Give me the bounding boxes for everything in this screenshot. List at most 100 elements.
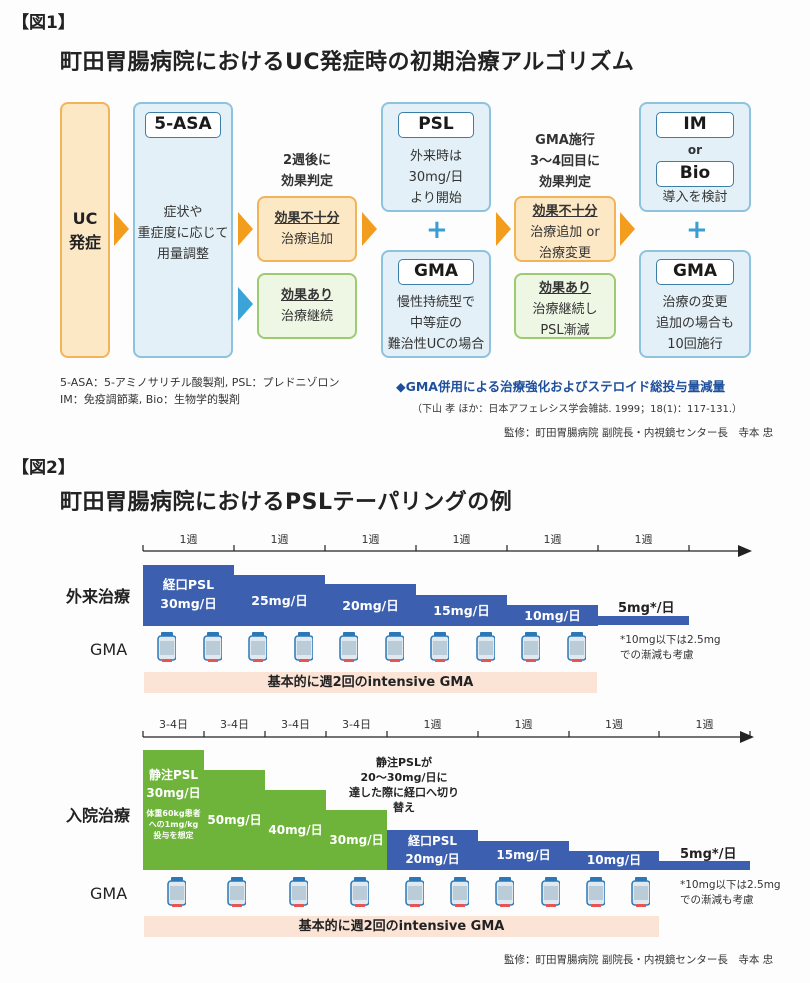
gma-column-icon [631, 877, 650, 907]
gma-column-icon [566, 632, 586, 662]
week-label: 1週 [452, 533, 471, 546]
dose-step-bar: 25mg/日 [234, 575, 325, 626]
effective2-box: 効果あり 治療継続し PSL漸減 [514, 273, 616, 339]
gma-note: ◆GMA併用による治療強化およびステロイド総投与量減量 [396, 379, 726, 394]
period-label: 3-4日 [342, 718, 371, 731]
dose-step-bar: 20mg/日 [325, 584, 416, 626]
outpatient-final: 5mg*/日 [618, 601, 675, 616]
fig2-supervision: 監修：町田胃腸病院 副院長・内視鏡センター長 寺本 忠 [504, 954, 774, 966]
insufficient2-box: 効果不十分 治療追加 or 治療変更 [514, 196, 616, 262]
period-label: 1週 [423, 718, 442, 731]
period-label: 3-4日 [159, 718, 188, 731]
dose-label: 10mg/日 [524, 608, 581, 623]
dose-step-bar: 40mg/日 [265, 790, 326, 870]
dose-label: 20mg/日 [342, 597, 399, 613]
gma-column-icon [202, 632, 222, 662]
gma-column-icon [227, 877, 246, 907]
fig2-title: 町田胃腸病院におけるPSLテーパリングの例 [60, 490, 513, 515]
gma-column-icon [157, 632, 176, 662]
dose-label: 40mg/日 [268, 822, 323, 837]
arrow-icon [238, 287, 253, 321]
inpatient-band: 基本的に週2回のintensive GMA [144, 916, 659, 937]
gma-column-icon [405, 877, 424, 907]
inpatient-final: 5mg*/日 [680, 847, 737, 862]
dose-label: 30mg/日 [329, 832, 384, 847]
consider-text: 導入を検討 [662, 190, 728, 205]
fig1-title: 町田胃腸病院におけるUC発症時の初期治療アルゴリズム [60, 50, 635, 75]
asa-label: 5-ASA [145, 112, 221, 138]
dose-label: 15mg/日 [433, 603, 490, 618]
period-label: 3-4日 [281, 718, 310, 731]
dose-step-bar: 経口PSL 20mg/日 [387, 830, 478, 870]
week-label: 1週 [361, 533, 380, 546]
gma-column-icon [495, 877, 514, 907]
arrow-icon [496, 212, 511, 246]
gma-column-icon [339, 632, 358, 662]
psl-label: PSL [398, 112, 474, 138]
dose-step-bar: 経口PSL 30mg/日 [143, 565, 234, 626]
gma-column-icon [350, 877, 369, 907]
outpatient-note: *10mg以下は2.5mg での漸減も考慮 [620, 634, 721, 661]
arrow-icon [620, 212, 635, 246]
dose-label: 15mg/日 [496, 848, 551, 862]
inpatient-final-bar [659, 861, 750, 870]
gma-column-icon [521, 632, 540, 662]
week-label: 1週 [270, 533, 289, 546]
fig1-label: 【図1】 [12, 13, 75, 33]
dose-step-bar: 10mg/日 [507, 605, 598, 626]
gma1-label: GMA [398, 259, 474, 285]
dose-step-bar: 30mg/日 [326, 810, 387, 870]
dose-step-bar: 10mg/日 [569, 851, 659, 870]
judge2-text: GMA施行 3〜4回目に 効果判定 [529, 133, 601, 190]
gma-column-icon [450, 877, 469, 907]
inpatient-timeline [142, 731, 754, 743]
uc-onset-line2: 発症 [68, 233, 101, 252]
judge1-text: 2週後に 効果判定 [280, 153, 333, 189]
dose-label: 経口PSL [162, 577, 215, 592]
period-label: 3-4日 [220, 718, 249, 731]
fig1-supervision: 監修：町田胃腸病院 副院長・内視鏡センター長 寺本 忠 [504, 427, 774, 439]
arrow-icon [362, 212, 377, 246]
dose-step-bar: 50mg/日 [204, 770, 265, 870]
gma2-label: GMA [656, 259, 734, 285]
inpatient-note: *10mg以下は2.5mg での漸減も考慮 [680, 879, 781, 906]
dose-step-bar: 15mg/日 [478, 841, 569, 870]
dose-label: 30mg/日 [146, 786, 201, 800]
gma-column-icon [541, 877, 560, 907]
dose-label: 10mg/日 [586, 853, 642, 867]
dose-label: 20mg/日 [405, 852, 460, 866]
uc-onset-line1: UC [72, 209, 98, 228]
insufficient1-box: 効果不十分 治療追加 [257, 196, 357, 262]
arrow-icon [238, 212, 253, 246]
period-label: 1週 [605, 718, 623, 731]
effective1-box: 効果あり 治療継続 [257, 273, 357, 339]
inpatient-gma-label: GMA [90, 884, 128, 903]
asa-text: 症状や 重症度に応じて 用量調整 [137, 205, 229, 262]
gma-column-icon [586, 877, 605, 907]
dose-label: 30mg/日 [160, 596, 217, 611]
gma-column-icon [293, 632, 313, 662]
or-text: or [687, 143, 703, 157]
switch-note: 静注PSLが 20〜30mg/日に 達した際に経口へ切り替え [349, 756, 459, 814]
psl-text: 外来時は 30mg/日 より開始 [408, 149, 464, 206]
dose-step-bar: 15mg/日 [416, 595, 507, 626]
gma1-text: 慢性持続型で 中等症の 難治性UCの場合 [387, 295, 485, 352]
citation: （下山 孝 ほか：日本アフェレシス学会雑誌. 1999；18(1)：117-13… [412, 404, 743, 415]
fig2-label: 【図2】 [12, 458, 75, 478]
week-label: 1週 [634, 533, 653, 546]
gma-column-icon [289, 877, 308, 907]
uc-onset-box: UC 発症 [60, 102, 110, 358]
outpatient-gma-label: GMA [90, 640, 128, 659]
outpatient-band: 基本的に週2回のintensive GMA [144, 672, 597, 693]
gma-column-icon [248, 632, 267, 662]
outpatient-final-bar [596, 616, 689, 625]
bio-label: Bio [656, 161, 734, 187]
plus-icon: + [686, 215, 708, 245]
week-label: 1週 [543, 533, 562, 546]
asa-box [133, 102, 233, 358]
dose-label: 経口PSL [407, 834, 458, 848]
arrow-icon [114, 212, 129, 246]
week-label: 1週 [179, 533, 198, 546]
gma-column-icon [167, 877, 186, 907]
